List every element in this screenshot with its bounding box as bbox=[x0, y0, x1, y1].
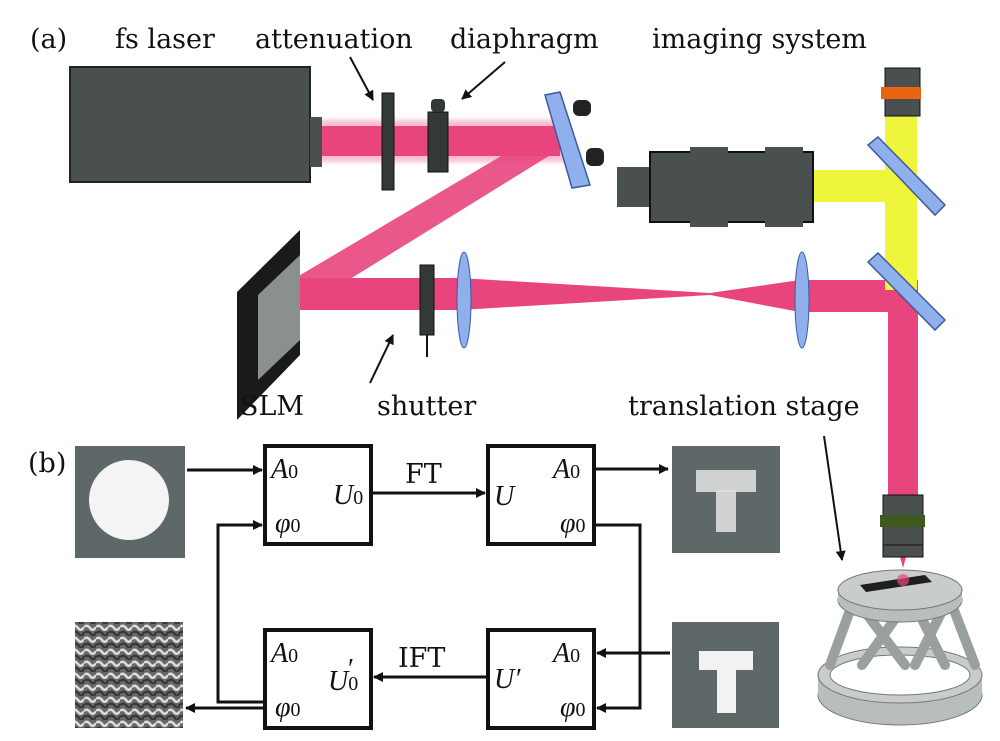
lens bbox=[794, 251, 810, 349]
block-top-right: A0 φ0 U bbox=[486, 444, 596, 546]
imaging-camera bbox=[617, 147, 814, 227]
svg-text:U′: U′ bbox=[494, 664, 521, 695]
slm bbox=[237, 230, 300, 420]
attenuator bbox=[381, 92, 395, 191]
shutter bbox=[419, 264, 435, 357]
lens bbox=[456, 251, 472, 349]
shutter-arrow bbox=[369, 334, 394, 384]
svg-text:U0′: U0′ bbox=[328, 654, 358, 697]
translation-stage-label: translation stage bbox=[628, 391, 860, 422]
panel-a-label: (a) bbox=[30, 24, 67, 55]
imaging-beam bbox=[810, 115, 917, 290]
phase-hologram-image bbox=[75, 622, 183, 728]
svg-text:φ0: φ0 bbox=[275, 692, 301, 723]
target-t-image bbox=[672, 622, 779, 728]
mirror bbox=[866, 251, 947, 332]
camera-head bbox=[881, 67, 921, 117]
fs-laser-label: fs laser bbox=[115, 24, 215, 55]
dichroic-mirror bbox=[866, 135, 947, 217]
imaging-system-label: imaging system bbox=[652, 24, 867, 55]
svg-text:φ0: φ0 bbox=[275, 508, 301, 539]
svg-text:A0: A0 bbox=[269, 454, 298, 485]
svg-text:φ0: φ0 bbox=[560, 508, 586, 539]
diaphragm-label: diaphragm bbox=[450, 24, 599, 55]
translation-stage bbox=[817, 569, 983, 726]
ft-label: FT bbox=[405, 459, 442, 490]
panel-b-label: (b) bbox=[28, 448, 66, 479]
svg-text:U: U bbox=[494, 481, 516, 512]
svg-text:A0: A0 bbox=[551, 454, 580, 485]
reconstructed-t-image bbox=[672, 446, 780, 553]
attenuation-label: attenuation bbox=[255, 24, 413, 55]
laser-beam bbox=[275, 120, 918, 568]
svg-text:U0: U0 bbox=[333, 480, 363, 511]
fs-laser bbox=[69, 66, 322, 183]
circle-aperture-image bbox=[75, 446, 185, 558]
flow-arrows bbox=[185, 464, 670, 713]
svg-text:φ0: φ0 bbox=[560, 692, 586, 723]
svg-text:A0: A0 bbox=[269, 638, 298, 669]
shutter-label: shutter bbox=[377, 391, 476, 422]
svg-text:A0: A0 bbox=[551, 638, 580, 669]
objective-lens bbox=[880, 494, 925, 558]
diaphragm-arrow bbox=[461, 61, 506, 100]
attenuation-arrow bbox=[349, 56, 374, 101]
block-bottom-right: A0 φ0 U′ bbox=[486, 628, 596, 730]
ift-label: IFT bbox=[398, 643, 445, 674]
translation-stage-arrow bbox=[823, 435, 846, 561]
mirror bbox=[544, 91, 604, 189]
block-top-left: A0 φ0 U0 bbox=[263, 444, 373, 546]
block-bottom-left: A0 φ0 U0′ bbox=[263, 628, 373, 730]
diaphragm bbox=[427, 99, 449, 173]
slm-label: SLM bbox=[240, 391, 304, 422]
